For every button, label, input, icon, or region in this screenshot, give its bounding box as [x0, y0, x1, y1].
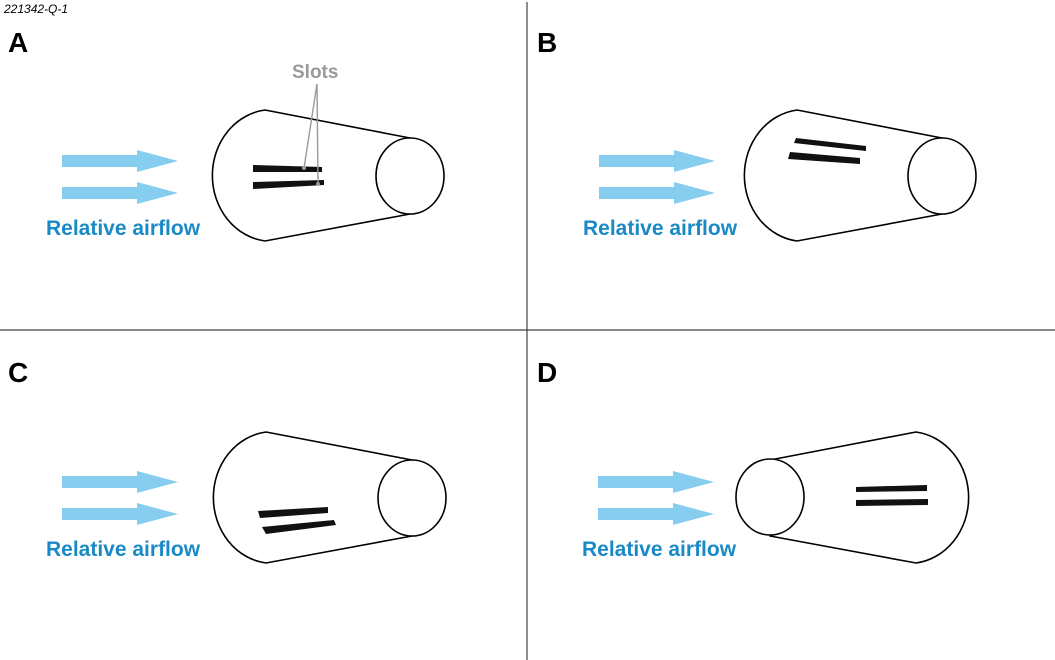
cone-tip-disc	[907, 137, 977, 215]
cone-body	[743, 109, 943, 242]
airflow-label-a: Relative airflow	[46, 217, 201, 240]
panel-letter-a: A	[8, 27, 28, 58]
airflow-arrows-a	[62, 150, 178, 204]
airflow-arrow-icon	[62, 150, 178, 172]
slot	[856, 485, 927, 492]
airflow-arrow-icon	[598, 503, 714, 525]
airflow-arrows-c	[62, 471, 178, 525]
callout-line	[316, 83, 319, 185]
cone-probe-icon	[743, 109, 977, 242]
slots-callout: Slots	[292, 62, 338, 186]
cone-body	[212, 431, 413, 564]
slot	[258, 507, 328, 518]
airflow-arrow-icon	[598, 471, 714, 493]
cone-probe-icon	[211, 109, 445, 242]
cone-body	[211, 109, 411, 242]
cone-tip-disc	[375, 137, 445, 215]
callout-dot	[302, 166, 306, 170]
cone-tip-disc	[377, 459, 447, 537]
airflow-arrows-b	[599, 150, 715, 204]
slot	[794, 138, 866, 151]
callout-line	[303, 83, 318, 169]
slot	[253, 180, 324, 189]
panel-c: C Relative airflow	[8, 357, 447, 564]
airflow-label-b: Relative airflow	[583, 217, 738, 240]
airflow-arrow-icon	[62, 182, 178, 204]
cone-probe-icon	[735, 431, 970, 564]
panel-letter-b: B	[537, 27, 557, 58]
airflow-arrows-d	[598, 471, 714, 525]
cone-tip-disc	[735, 458, 805, 536]
cone-probe-icon	[212, 431, 447, 564]
airflow-arrow-icon	[599, 182, 715, 204]
panel-d: D Relative airflow	[537, 357, 970, 564]
airflow-arrow-icon	[62, 503, 178, 525]
airflow-label-d: Relative airflow	[582, 538, 737, 561]
airflow-arrow-icon	[62, 471, 178, 493]
airflow-label-c: Relative airflow	[46, 538, 201, 561]
callout-dot	[316, 182, 320, 186]
slot	[788, 152, 860, 164]
slots-label: Slots	[292, 62, 338, 83]
slot	[262, 520, 336, 534]
airflow-arrow-icon	[599, 150, 715, 172]
figure-id: 221342-Q-1	[3, 2, 68, 16]
panel-a: A Relative airflow Slots	[8, 27, 445, 242]
panel-letter-c: C	[8, 357, 28, 388]
slot	[856, 499, 928, 506]
panel-b: B Relative airflow	[537, 27, 977, 242]
cone-body	[769, 431, 970, 564]
panel-letter-d: D	[537, 357, 557, 388]
